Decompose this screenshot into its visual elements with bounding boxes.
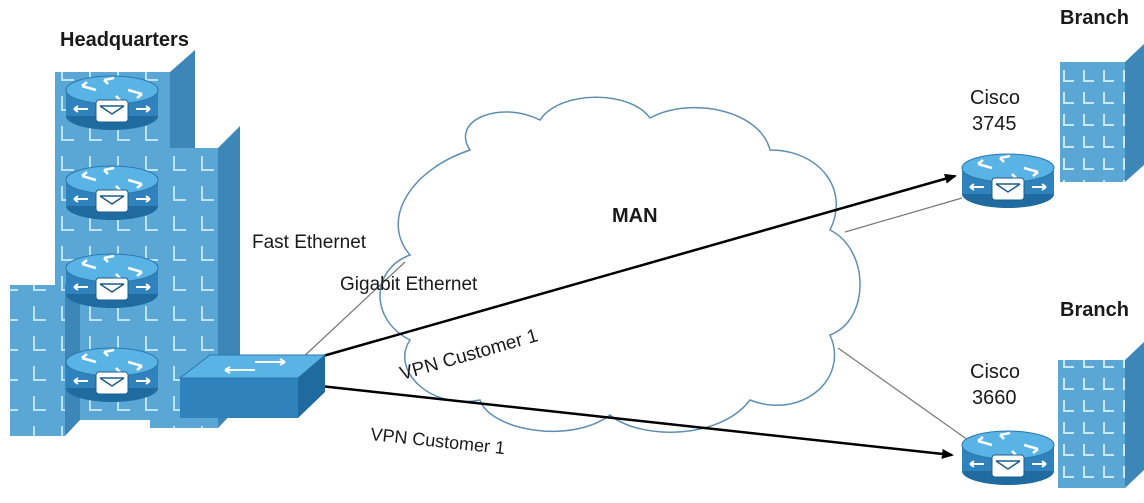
branch-top-label: Branch (1060, 7, 1129, 29)
cisco-3745-router-icon (960, 152, 1056, 210)
cisco-3660-model-label: Cisco (970, 361, 1020, 383)
hq-router-1-icon (64, 74, 160, 132)
man-to-branch-top-link (844, 197, 963, 233)
vpn-lower-arrow (301, 382, 954, 459)
branch-bottom-label: Branch (1060, 299, 1129, 321)
fast-ethernet-label: Fast Ethernet (252, 232, 367, 253)
hq-router-3-icon (64, 252, 160, 310)
headquarters-label: Headquarters (60, 29, 189, 51)
gigabit-ethernet-label: Gigabit Ethernet (340, 274, 478, 295)
switch-icon (178, 354, 327, 418)
hq-to-man-link (299, 261, 406, 361)
cisco-3660-number-label: 3660 (972, 387, 1017, 409)
man-cloud-icon (379, 96, 861, 433)
branch-bottom-building-icon (1058, 342, 1144, 488)
vpn-upper-arrow (301, 173, 957, 364)
hq-building-left (10, 268, 80, 436)
branch-top-building-icon (1060, 44, 1144, 182)
cisco-3660-router-icon (960, 429, 1056, 487)
hq-router-4-icon (64, 346, 160, 404)
cisco-3745-model-label: Cisco (970, 87, 1020, 109)
man-label: MAN (612, 205, 658, 227)
hq-router-2-icon (64, 164, 160, 222)
man-to-branch-bottom-link (837, 347, 969, 441)
vpn-lower-label: VPN Customer 1 (370, 424, 506, 458)
cisco-3745-number-label: 3745 (972, 113, 1017, 135)
